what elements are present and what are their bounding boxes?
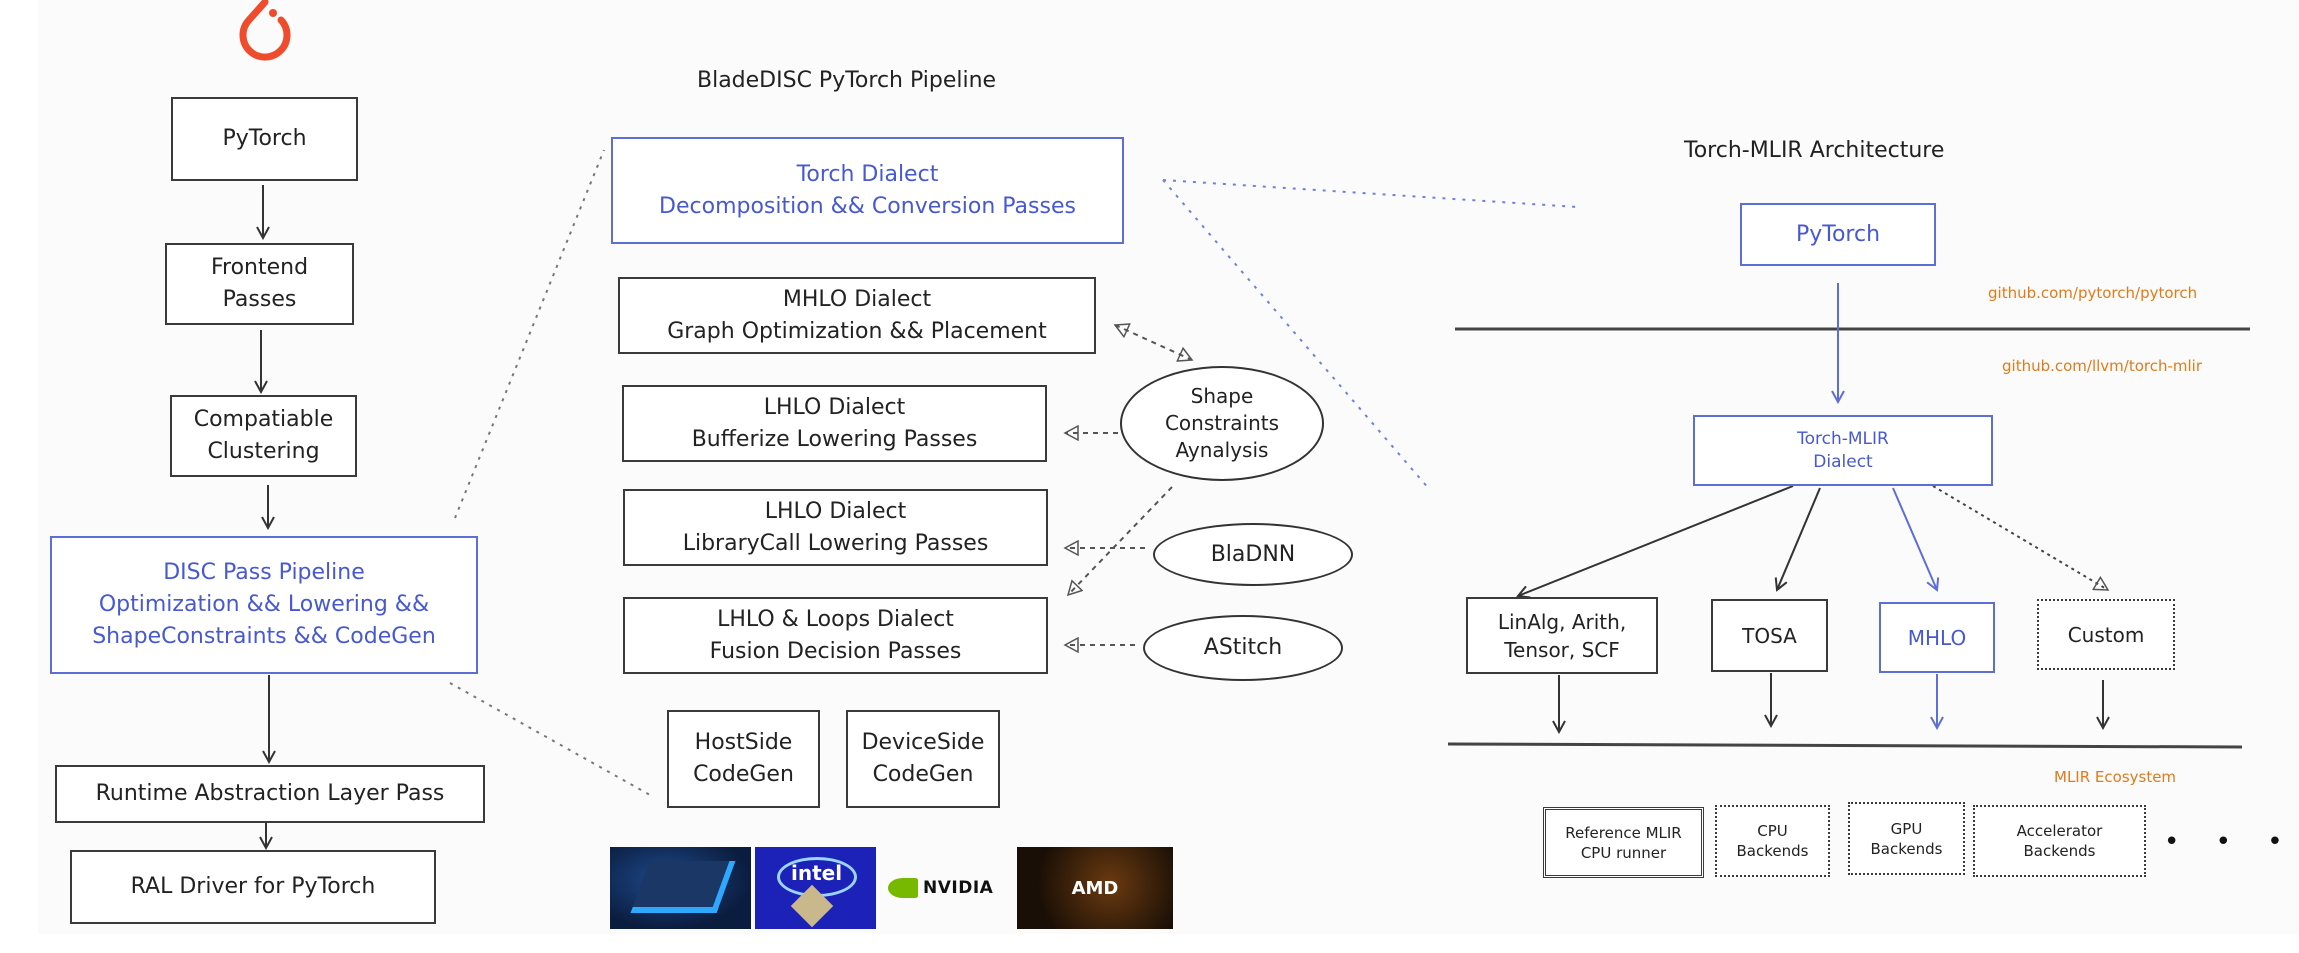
box-label: Dialect xyxy=(1813,451,1873,472)
mhlo-dialect-target-box: MHLO xyxy=(1879,602,1995,673)
box-label: ShapeConstraints && CodeGen xyxy=(92,624,436,649)
box-label: Backends xyxy=(1870,839,1943,858)
ellipse-label: Shape xyxy=(1190,384,1254,408)
box-label: Tensor, SCF xyxy=(1504,637,1620,662)
amd-wordmark: AMD xyxy=(1071,877,1119,899)
custom-dialect-box: Custom xyxy=(2037,599,2175,670)
box-label: LHLO Dialect xyxy=(763,394,906,420)
box-label: HostSide xyxy=(694,730,793,755)
box-label: CodeGen xyxy=(872,762,974,787)
more-backends-ellipsis-icon: • • • xyxy=(2164,827,2297,857)
ellipse-label: Constraints xyxy=(1164,411,1280,435)
hostside-codegen-box: HostSide CodeGen xyxy=(667,710,820,808)
box-label: Backends xyxy=(1736,842,1809,860)
intel-wordmark: intel xyxy=(791,861,843,885)
box-label: RAL Driver for PyTorch xyxy=(130,874,376,899)
box-label: PyTorch xyxy=(222,126,307,151)
box-label: Torch-MLIR xyxy=(1797,428,1889,449)
box-label: LibraryCall Lowering Passes xyxy=(682,530,989,556)
lhlo-librarycall-box: LHLO Dialect LibraryCall Lowering Passes xyxy=(623,489,1048,566)
bladedisc-pipeline-title: BladeDISC PyTorch Pipeline xyxy=(697,68,997,93)
deviceside-codegen-box: DeviceSide CodeGen xyxy=(846,710,1000,808)
pytorch-flame-icon xyxy=(235,0,295,70)
torch-dialect-box: Torch Dialect Decomposition && Conversio… xyxy=(611,137,1124,244)
chip-logo xyxy=(610,847,751,929)
mhlo-dialect-box: MHLO Dialect Graph Optimization && Place… xyxy=(618,277,1096,354)
box-label: Fusion Decision Passes xyxy=(709,638,962,664)
box-label: Runtime Abstraction Layer Pass xyxy=(95,781,445,806)
box-label: GPU xyxy=(1890,819,1923,838)
nvidia-wordmark: NVIDIA xyxy=(923,878,994,898)
nvidia-eye-icon xyxy=(888,878,918,898)
box-label: CPU runner xyxy=(1580,843,1667,862)
torch-mlir-dialect-box: Torch-MLIR Dialect xyxy=(1693,415,1993,486)
bladnn-ellipse: BlaDNN xyxy=(1153,523,1353,586)
box-label: DISC Pass Pipeline xyxy=(163,560,365,585)
box-label: LinAlg, Arith, xyxy=(1497,609,1627,634)
mlir-ecosystem-label: MLIR Ecosystem xyxy=(2054,768,2177,786)
box-label: Decomposition && Conversion Passes xyxy=(659,193,1076,219)
box-label: LHLO & Loops Dialect xyxy=(717,606,954,632)
lhlo-loops-box: LHLO & Loops Dialect Fusion Decision Pas… xyxy=(623,597,1048,674)
accelerator-backends-box: Accelerator Backends xyxy=(1973,805,2146,877)
amd-logo: AMD xyxy=(1017,847,1173,929)
compatiable-clustering-box: Compatiable Clustering xyxy=(170,395,357,477)
pytorch-box: PyTorch xyxy=(171,97,358,181)
box-label: Graph Optimization && Placement xyxy=(667,318,1047,344)
linalg-dialect-box: LinAlg, Arith, Tensor, SCF xyxy=(1466,597,1658,674)
box-label: Accelerator xyxy=(2016,822,2103,840)
reference-cpu-runner-box: Reference MLIR CPU runner xyxy=(1543,807,1704,878)
box-label: Clustering xyxy=(207,439,320,464)
torch-mlir-architecture-title: Torch-MLIR Architecture xyxy=(1684,138,1945,163)
box-label: CodeGen xyxy=(693,762,794,787)
box-label: Bufferize Lowering Passes xyxy=(691,426,978,452)
box-label: Compatiable xyxy=(193,407,334,432)
box-label: TOSA xyxy=(1742,623,1797,648)
torch-mlir-pytorch-box: PyTorch xyxy=(1740,203,1936,266)
runtime-abstraction-layer-box: Runtime Abstraction Layer Pass xyxy=(55,765,485,823)
shape-constraints-ellipse: Shape Constraints Aynalysis xyxy=(1120,366,1324,481)
repo-torch-mlir-label: github.com/llvm/torch-mlir xyxy=(2002,357,2203,375)
ellipse-label: Aynalysis xyxy=(1175,438,1269,462)
lhlo-bufferize-box: LHLO Dialect Bufferize Lowering Passes xyxy=(622,385,1047,462)
box-label: PyTorch xyxy=(1795,221,1881,247)
box-label: MHLO xyxy=(1907,625,1967,650)
frontend-passes-box: Frontend Passes xyxy=(165,243,354,325)
box-label: Frontend xyxy=(210,255,309,280)
cpu-backends-box: CPU Backends xyxy=(1715,805,1830,877)
box-label: Custom xyxy=(2067,622,2145,647)
box-label: Backends xyxy=(2023,842,2096,860)
intel-logo: intel xyxy=(755,847,876,929)
box-label: DeviceSide xyxy=(861,730,985,755)
tosa-dialect-box: TOSA xyxy=(1711,599,1828,672)
box-label: Reference MLIR xyxy=(1565,823,1682,842)
astitch-ellipse: AStitch xyxy=(1143,615,1343,681)
ral-driver-box: RAL Driver for PyTorch xyxy=(70,850,436,924)
gpu-backends-box: GPU Backends xyxy=(1848,802,1965,875)
box-label: CPU xyxy=(1757,822,1788,840)
ellipse-label: AStitch xyxy=(1203,635,1283,660)
box-label: MHLO Dialect xyxy=(782,286,932,312)
box-label: Torch Dialect xyxy=(796,161,939,187)
chip-icon xyxy=(630,861,736,913)
repo-pytorch-label: github.com/pytorch/pytorch xyxy=(1988,284,2198,302)
ellipse-label: BlaDNN xyxy=(1210,541,1296,567)
box-label: Optimization && Lowering && xyxy=(98,592,430,617)
disc-pass-pipeline-box: DISC Pass Pipeline Optimization && Lower… xyxy=(50,536,478,674)
nvidia-logo: NVIDIA xyxy=(888,870,1008,906)
box-label: LHLO Dialect xyxy=(764,498,907,524)
box-label: Passes xyxy=(222,287,297,312)
